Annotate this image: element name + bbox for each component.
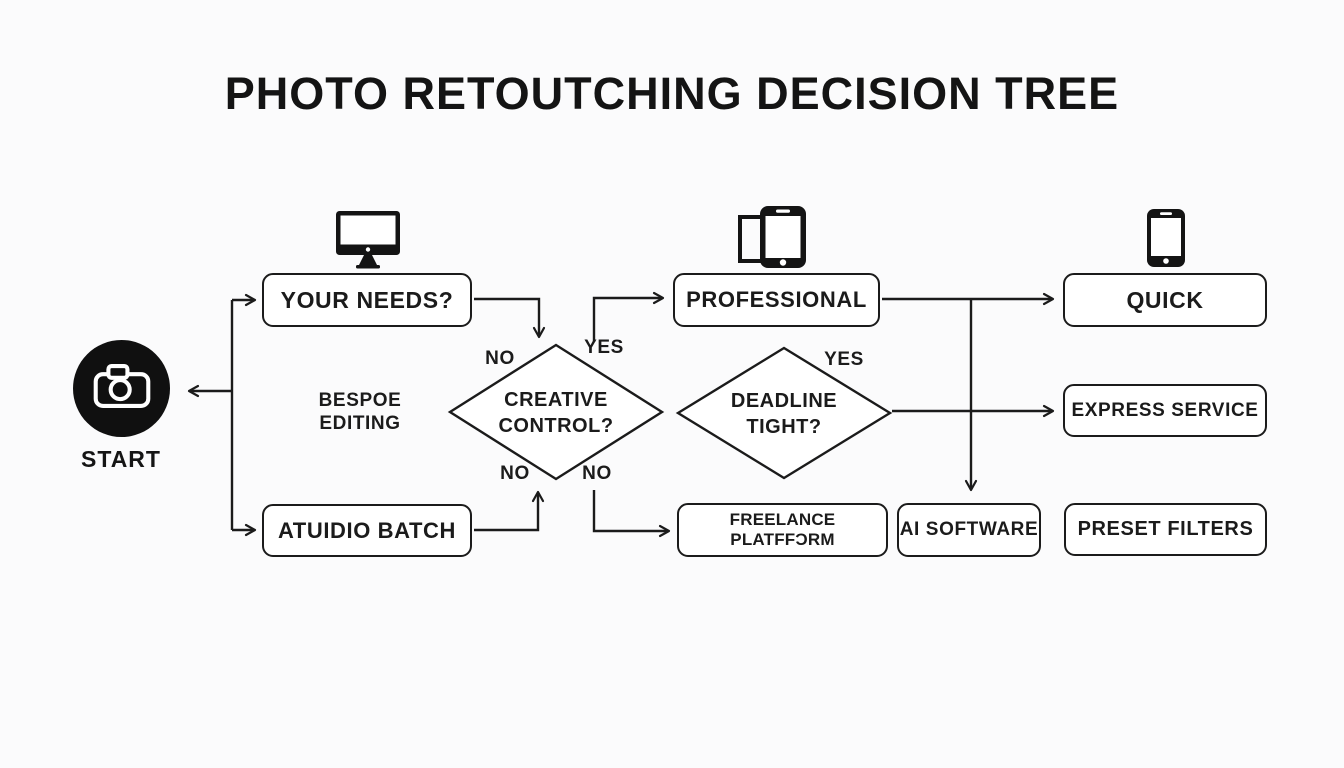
node-ai-software: AI SOFTWARE — [897, 503, 1041, 557]
start-node — [73, 340, 170, 437]
node-preset-filters: PRESET FILTERS — [1064, 503, 1267, 556]
camera-icon — [93, 363, 151, 414]
monitor-icon — [336, 211, 400, 274]
edge-label-no-top: NO — [485, 348, 515, 369]
edge-label-no-bottom-left: NO — [500, 463, 530, 484]
phones-icon — [737, 206, 821, 275]
creative-control-line2: CONTROL? — [498, 415, 614, 437]
node-express-service: EXPRESS SERVICE — [1063, 384, 1267, 437]
connector-creative-to-freelance — [592, 490, 671, 538]
deadline-tight-line1: DEADLINE — [730, 390, 838, 412]
node-express-service-label: EXPRESS SERVICE — [1071, 399, 1259, 421]
bespoke-editing-label: BESPOE EDITING — [280, 389, 440, 435]
creative-control-text: CREATIVE CONTROL? — [471, 387, 641, 439]
deadline-tight-line2: TIGHT? — [746, 416, 822, 438]
node-professional: PROFESSIONAL — [673, 273, 880, 327]
deadline-tight-text: DEADLINE TIGHT? — [699, 388, 869, 440]
creative-control-line1: CREATIVE — [504, 389, 608, 411]
connector-creative-to-professional — [592, 291, 665, 342]
node-freelance-platform: FREELANCE PLATFFƆRM — [677, 503, 888, 557]
node-quick-label: QUICK — [1126, 286, 1204, 313]
edge-label-yes-deadline: YES — [824, 349, 864, 370]
deadline-tight-diamond — [675, 346, 893, 480]
edge-label-no-bottom-right: NO — [582, 463, 612, 484]
node-freelance-platform-label: FREELANCE PLATFFƆRM — [729, 510, 836, 549]
node-your-needs-label: YOUR NEEDS? — [280, 286, 454, 313]
bespoke-editing-line1: BESPOE — [318, 390, 402, 411]
node-atuidio-batch-label: ATUIDIO BATCH — [277, 517, 457, 543]
node-your-needs: YOUR NEEDS? — [262, 273, 472, 327]
creative-control-diamond — [447, 343, 665, 481]
connector-your-needs-to-creative — [474, 297, 546, 339]
node-professional-label: PROFESSIONAL — [686, 287, 867, 312]
node-quick: QUICK — [1063, 273, 1267, 327]
start-label: START — [81, 446, 161, 472]
connector-atuidio-to-creative — [474, 490, 545, 532]
node-atuidio-batch: ATUIDIO BATCH — [262, 504, 472, 557]
phone-icon — [1147, 209, 1185, 272]
page-title: PHOTO RETOUTCHING DECISION TREE — [224, 68, 1120, 119]
node-ai-software-label: AI SOFTWARE — [899, 519, 1039, 540]
bespoke-editing-line2: EDITING — [319, 413, 401, 434]
edge-label-yes-creative: YES — [584, 337, 624, 358]
node-preset-filters-label: PRESET FILTERS — [1077, 518, 1254, 540]
